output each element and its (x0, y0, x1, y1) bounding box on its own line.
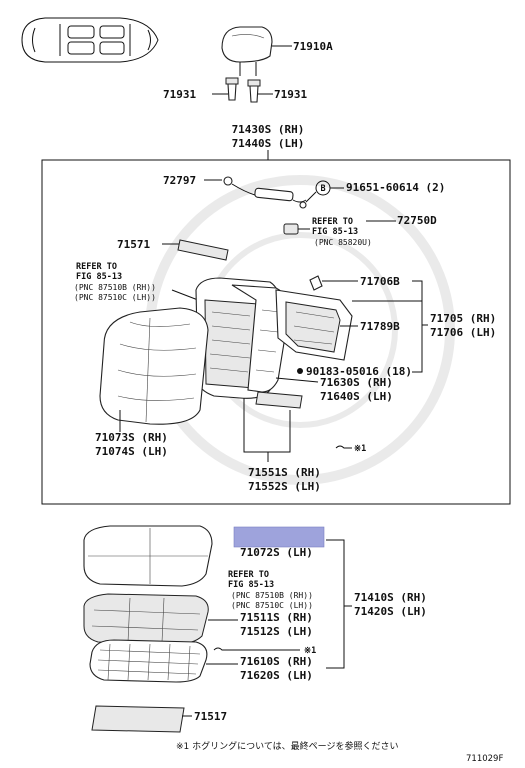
label-71511s: 71511S (RH) (240, 611, 313, 624)
label-71630s: 71630S (RH) (320, 376, 393, 389)
seatback-cover-71073s (99, 307, 209, 425)
label-71571: 71571 (117, 238, 150, 251)
clip-72797 (223, 176, 233, 186)
pad-strip-71630s (255, 391, 303, 409)
highlight-box (233, 526, 325, 548)
label-71430s: 71430S (RH) (232, 123, 305, 136)
car-overview-icon (21, 17, 159, 63)
ref2-pnc2: (PNC 87510C (LH)) (74, 293, 156, 302)
label-90183: 90183-05016 (18) (306, 365, 412, 378)
ref2-line1: REFER TO (76, 262, 117, 272)
label-72797: 72797 (163, 174, 196, 187)
label-71410s: 71410S (RH) (354, 591, 427, 604)
hog-ring-mark-2: ※1 (304, 646, 316, 656)
label-71789b: 71789B (360, 320, 400, 333)
hog-ring-mark-1: ※1 (354, 444, 366, 454)
label-71931-right: 71931 (274, 88, 307, 101)
screw-90183 (297, 368, 303, 374)
label-71610s: 71610S (RH) (240, 655, 313, 668)
label-71706b: 71706B (360, 275, 400, 288)
seat-cushion-frame (89, 639, 208, 683)
lumbar-cable (231, 183, 307, 209)
seatback-assembly-frame (41, 159, 511, 505)
ref1-line1: REFER TO (312, 217, 353, 227)
seat-cushion-cover (83, 525, 213, 587)
label-72750d: 72750D (397, 214, 437, 227)
footer-code: 711029F (466, 754, 503, 764)
seatback-board-71705 (275, 289, 353, 361)
seat-cushion-pad (83, 593, 209, 645)
headrest-support-guide-left (225, 77, 239, 101)
label-71512s: 71512S (LH) (240, 625, 313, 638)
seat-pad-71517 (91, 705, 185, 733)
ref1-pnc: (PNC 85820U) (314, 238, 372, 247)
label-71420s: 71420S (LH) (354, 605, 427, 618)
label-71705: 71705 (RH) (430, 312, 496, 325)
ref3-line1: REFER TO (228, 570, 269, 580)
label-71551s: 71551S (RH) (248, 466, 321, 479)
label-91651: 91651-60614 (2) (346, 181, 445, 194)
label-71440s: 71440S (LH) (232, 137, 305, 150)
label-71073s: 71073S (RH) (95, 431, 168, 444)
pad-71571 (177, 239, 229, 261)
clip-71706b (309, 275, 323, 291)
label-71910a: 71910A (293, 40, 333, 53)
label-71620s: 71620S (LH) (240, 669, 313, 682)
ref3-pnc2: (PNC 87510C (LH)) (231, 601, 313, 610)
ref1-line2: FIG 85-13 (312, 227, 358, 237)
ref2-pnc1: (PNC 87510B (RH)) (74, 283, 156, 292)
seatback-frame (195, 277, 289, 399)
label-71074s: 71074S (LH) (95, 445, 168, 458)
ref3-pnc1: (PNC 87510B (RH)) (231, 591, 313, 600)
b-mark: B (320, 184, 325, 194)
label-71072s: 71072S (LH) (240, 546, 313, 559)
ref2-line2: FIG 85-13 (76, 272, 122, 282)
lumbar-switch-72750d (283, 223, 310, 235)
headrest-71910a (221, 26, 273, 76)
label-71640s: 71640S (LH) (320, 390, 393, 403)
label-71552s: 71552S (LH) (248, 480, 321, 493)
label-71706: 71706 (LH) (430, 326, 496, 339)
footer-note: ※1 ホグリングについては、最終ページを参照ください (176, 740, 399, 752)
ref3-line2: FIG 85-13 (228, 580, 274, 590)
label-71517: 71517 (194, 710, 227, 723)
headrest-support-guide-right (247, 79, 261, 103)
label-71931-left: 71931 (163, 88, 196, 101)
